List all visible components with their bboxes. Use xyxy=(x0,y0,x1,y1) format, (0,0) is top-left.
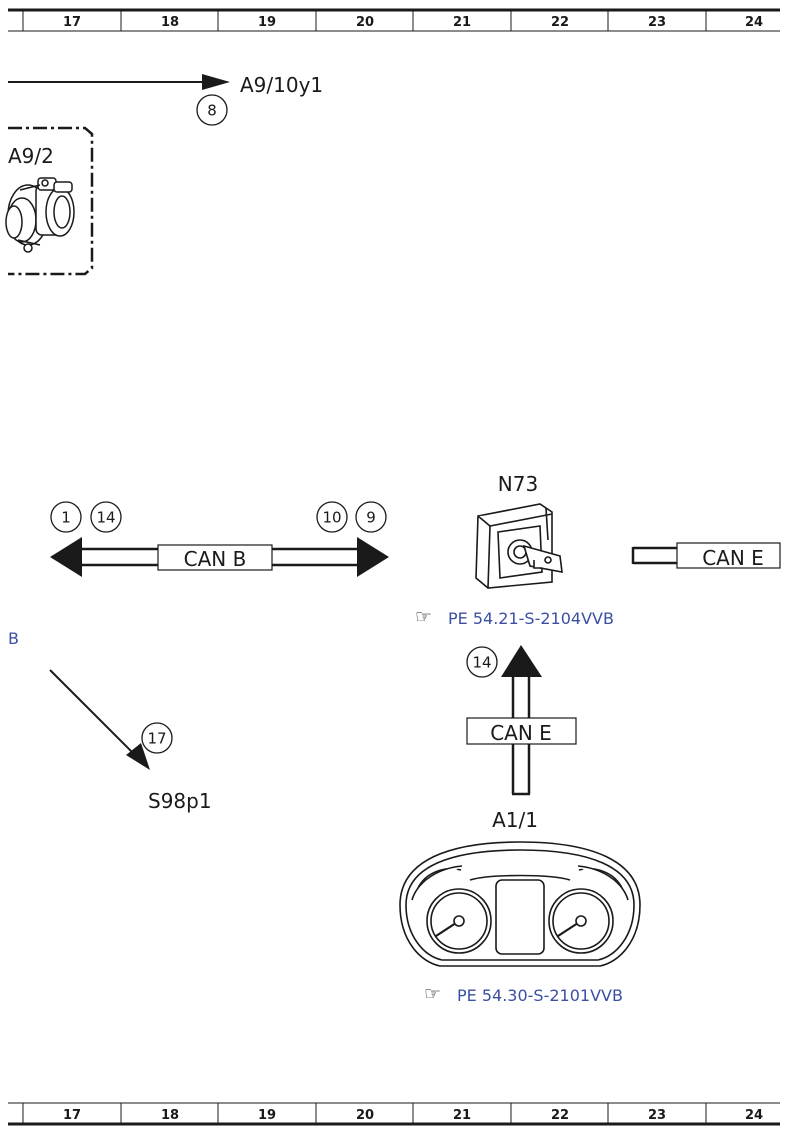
a9-10y1-signal-arrow xyxy=(8,74,230,90)
marker-17: 17 xyxy=(141,722,173,754)
marker-14-up-number: 14 xyxy=(472,654,491,672)
top-ruler: 17 18 19 20 21 22 23 24 xyxy=(8,8,780,32)
n73-label: N73 xyxy=(498,472,538,496)
bottom-ruler-col-20: 20 xyxy=(356,1108,374,1123)
bottom-ruler-col-22: 22 xyxy=(551,1108,569,1123)
ignition-switch-icon xyxy=(475,503,563,589)
bottom-ruler-col-18: 18 xyxy=(161,1108,179,1123)
can-e-vertical-label: CAN E xyxy=(490,721,552,745)
a9-10y1-label: A9/10y1 xyxy=(240,73,323,97)
bottom-ruler: 17 18 19 20 21 22 23 24 xyxy=(8,1102,780,1126)
top-ruler-col-23: 23 xyxy=(648,15,666,30)
top-ruler-col-20: 20 xyxy=(356,15,374,30)
can-e-vertical-bus xyxy=(466,645,577,796)
marker-14-up: 14 xyxy=(466,646,498,678)
bottom-ruler-col-17: 17 xyxy=(63,1108,81,1123)
top-ruler-col-17: 17 xyxy=(63,15,81,30)
bottom-ruler-col-19: 19 xyxy=(258,1108,276,1123)
marker-9-number: 9 xyxy=(366,509,376,527)
can-b-bus xyxy=(50,537,389,577)
n73-doc-link[interactable]: PE 54.21-S-2104VVB xyxy=(448,609,614,628)
can-e-right-bus xyxy=(631,542,781,569)
bottom-ruler-col-23: 23 xyxy=(648,1108,666,1123)
top-ruler-col-21: 21 xyxy=(453,15,471,30)
marker-8: 8 xyxy=(196,94,228,126)
marker-14-left-number: 14 xyxy=(96,509,115,527)
a1-1-doc-link[interactable]: PE 54.30-S-2101VVB xyxy=(457,986,623,1005)
bottom-ruler-col-21: 21 xyxy=(453,1108,471,1123)
compressor-icon xyxy=(5,177,75,253)
marker-17-number: 17 xyxy=(147,730,166,748)
a9-2-frame xyxy=(8,126,94,276)
top-ruler-col-24: 24 xyxy=(745,15,763,30)
s98p1-label: S98p1 xyxy=(148,789,212,813)
s98p1-signal-arrow xyxy=(49,669,150,770)
marker-8-number: 8 xyxy=(207,102,217,120)
bottom-ruler-col-24: 24 xyxy=(745,1108,763,1123)
marker-1: 1 xyxy=(50,501,82,533)
a9-2-label: A9/2 xyxy=(8,144,54,168)
a1-1-label: A1/1 xyxy=(492,808,538,832)
marker-9: 9 xyxy=(355,501,387,533)
instrument-cluster-icon xyxy=(399,841,641,967)
marker-14-left: 14 xyxy=(90,501,122,533)
marker-10-number: 10 xyxy=(322,509,341,527)
top-ruler-col-19: 19 xyxy=(258,15,276,30)
top-ruler-col-22: 22 xyxy=(551,15,569,30)
marker-1-number: 1 xyxy=(61,509,71,527)
manual-ref-icon-a1-1: ☞ xyxy=(424,983,441,1005)
can-e-right-label: CAN E xyxy=(702,546,764,570)
left-cut-link[interactable]: B xyxy=(8,629,19,648)
marker-10: 10 xyxy=(316,501,348,533)
top-ruler-col-18: 18 xyxy=(161,15,179,30)
manual-ref-icon-n73: ☞ xyxy=(415,606,432,628)
can-b-label: CAN B xyxy=(184,547,247,571)
